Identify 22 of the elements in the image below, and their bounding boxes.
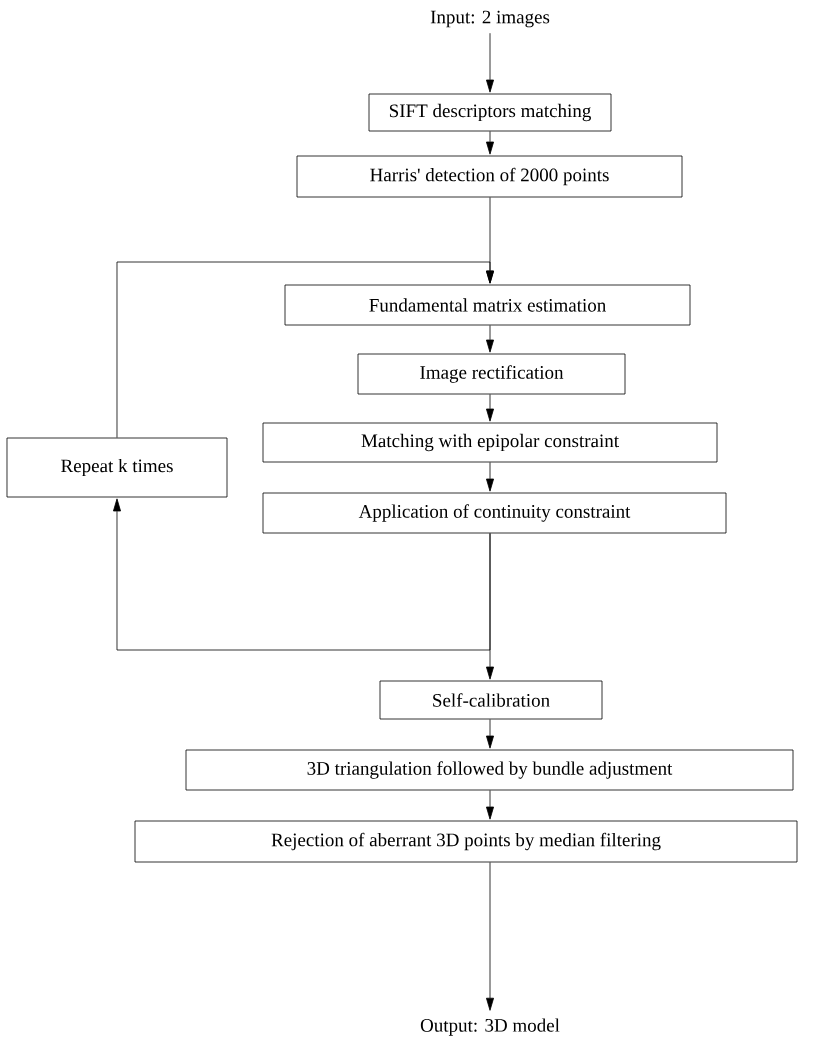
arrow	[486, 719, 494, 749]
process-box: Matching with epipolar constraint	[262, 422, 718, 463]
arrow	[486, 462, 494, 492]
process-box: Harris' detection of 2000 points	[296, 155, 683, 198]
process-box: Rejection of aberrant 3D points by median filtering	[134, 820, 798, 863]
process-box: SIFT descriptors matching	[368, 93, 612, 132]
process-box: Self-calibration	[379, 680, 603, 720]
arrow	[486, 394, 494, 422]
process-box: Repeat k times	[6, 437, 228, 498]
arrow	[486, 131, 494, 155]
flow-label: Output: 3D model	[420, 1018, 560, 1036]
arrow	[486, 790, 494, 820]
process-box: Image rectification	[357, 353, 626, 395]
arrow	[113, 498, 491, 651]
arrow	[486, 862, 494, 1011]
flow-label: Input: 2 images	[430, 10, 550, 28]
arrow	[116, 261, 494, 438]
process-box: Application of continuity constraint	[262, 492, 727, 534]
process-box: 3D triangulation followed by bundle adjustment	[185, 749, 794, 791]
arrow	[486, 325, 494, 353]
arrow	[486, 32, 494, 93]
process-box: Fundamental matrix estimation	[284, 284, 691, 326]
